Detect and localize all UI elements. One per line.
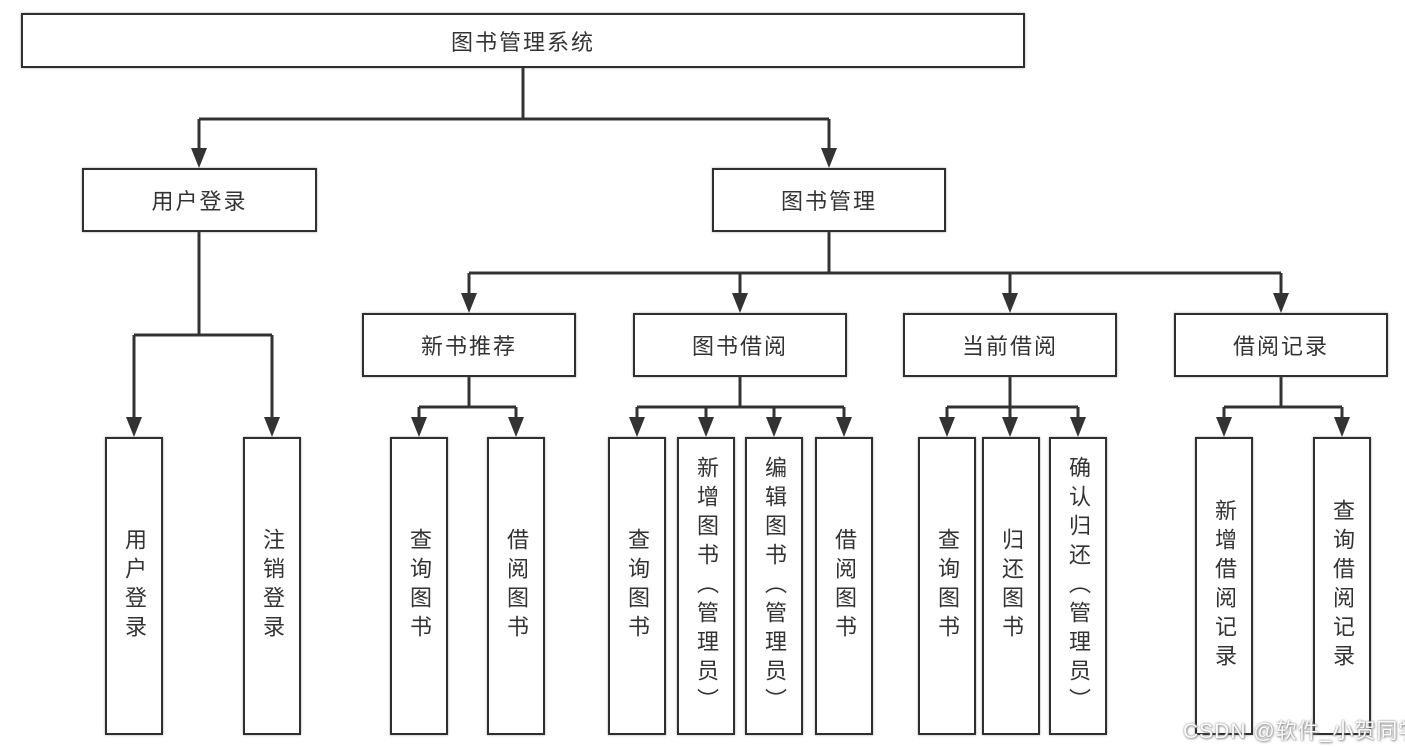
- node-label: 查询借阅记录: [1330, 499, 1355, 673]
- node-label: 查询图书: [935, 528, 960, 644]
- node-borrow-records: 借阅记录: [1174, 313, 1388, 377]
- node-label: 借阅记录: [1232, 334, 1329, 359]
- leaf-add-borrow-record: 新增借阅记录: [1195, 437, 1253, 735]
- node-root-system: 图书管理系统: [21, 13, 1025, 68]
- node-label: 用户登录: [151, 189, 248, 214]
- node-book-borrowing: 图书借阅: [633, 313, 847, 377]
- node-label: 图书管理: [780, 189, 877, 214]
- node-label: 图书借阅: [691, 334, 788, 359]
- leaf-borrow-books: 借阅图书: [815, 437, 873, 735]
- node-label: 编辑图书（管理员）: [762, 455, 787, 717]
- leaf-logout: 注销登录: [243, 437, 301, 735]
- leaf-query-borrow-record: 查询借阅记录: [1313, 437, 1371, 735]
- node-label: 查询图书: [625, 528, 650, 644]
- leaf-query-books-borrowing: 查询图书: [608, 437, 666, 735]
- leaf-user-login: 用户登录: [105, 437, 163, 735]
- node-label: 查询图书: [407, 528, 432, 644]
- node-label: 用户登录: [122, 528, 147, 644]
- leaf-return-books: 归还图书: [982, 437, 1040, 735]
- leaf-edit-books-admin: 编辑图书（管理员）: [745, 437, 803, 735]
- leaf-borrow-books-recommend: 借阅图书: [487, 437, 545, 735]
- leaf-add-books-admin: 新增图书（管理员）: [677, 437, 735, 735]
- node-label: 新增借阅记录: [1212, 499, 1237, 673]
- node-book-management: 图书管理: [712, 168, 946, 232]
- arrowhead-icons: [126, 148, 1350, 437]
- leaf-confirm-return-admin: 确认归还（管理员）: [1049, 437, 1107, 735]
- csdn-watermark: CSDN @软件_小贺同学: [1183, 720, 1405, 743]
- node-label: 确认归还（管理员）: [1066, 455, 1091, 717]
- leaf-query-books-current: 查询图书: [918, 437, 976, 735]
- node-user-login: 用户登录: [82, 168, 317, 232]
- node-label: 新书推荐: [420, 334, 517, 359]
- node-label: 归还图书: [999, 528, 1024, 644]
- node-label: 注销登录: [260, 528, 285, 644]
- node-label: 当前借阅: [961, 334, 1058, 359]
- leaf-query-books-recommend: 查询图书: [390, 437, 448, 735]
- node-new-book-recommend: 新书推荐: [362, 313, 576, 377]
- node-label: 借阅图书: [832, 528, 857, 644]
- node-current-borrowing: 当前借阅: [903, 313, 1117, 377]
- node-label: 借阅图书: [504, 528, 529, 644]
- node-label: 图书管理系统: [450, 29, 595, 55]
- node-label: 新增图书（管理员）: [694, 455, 719, 717]
